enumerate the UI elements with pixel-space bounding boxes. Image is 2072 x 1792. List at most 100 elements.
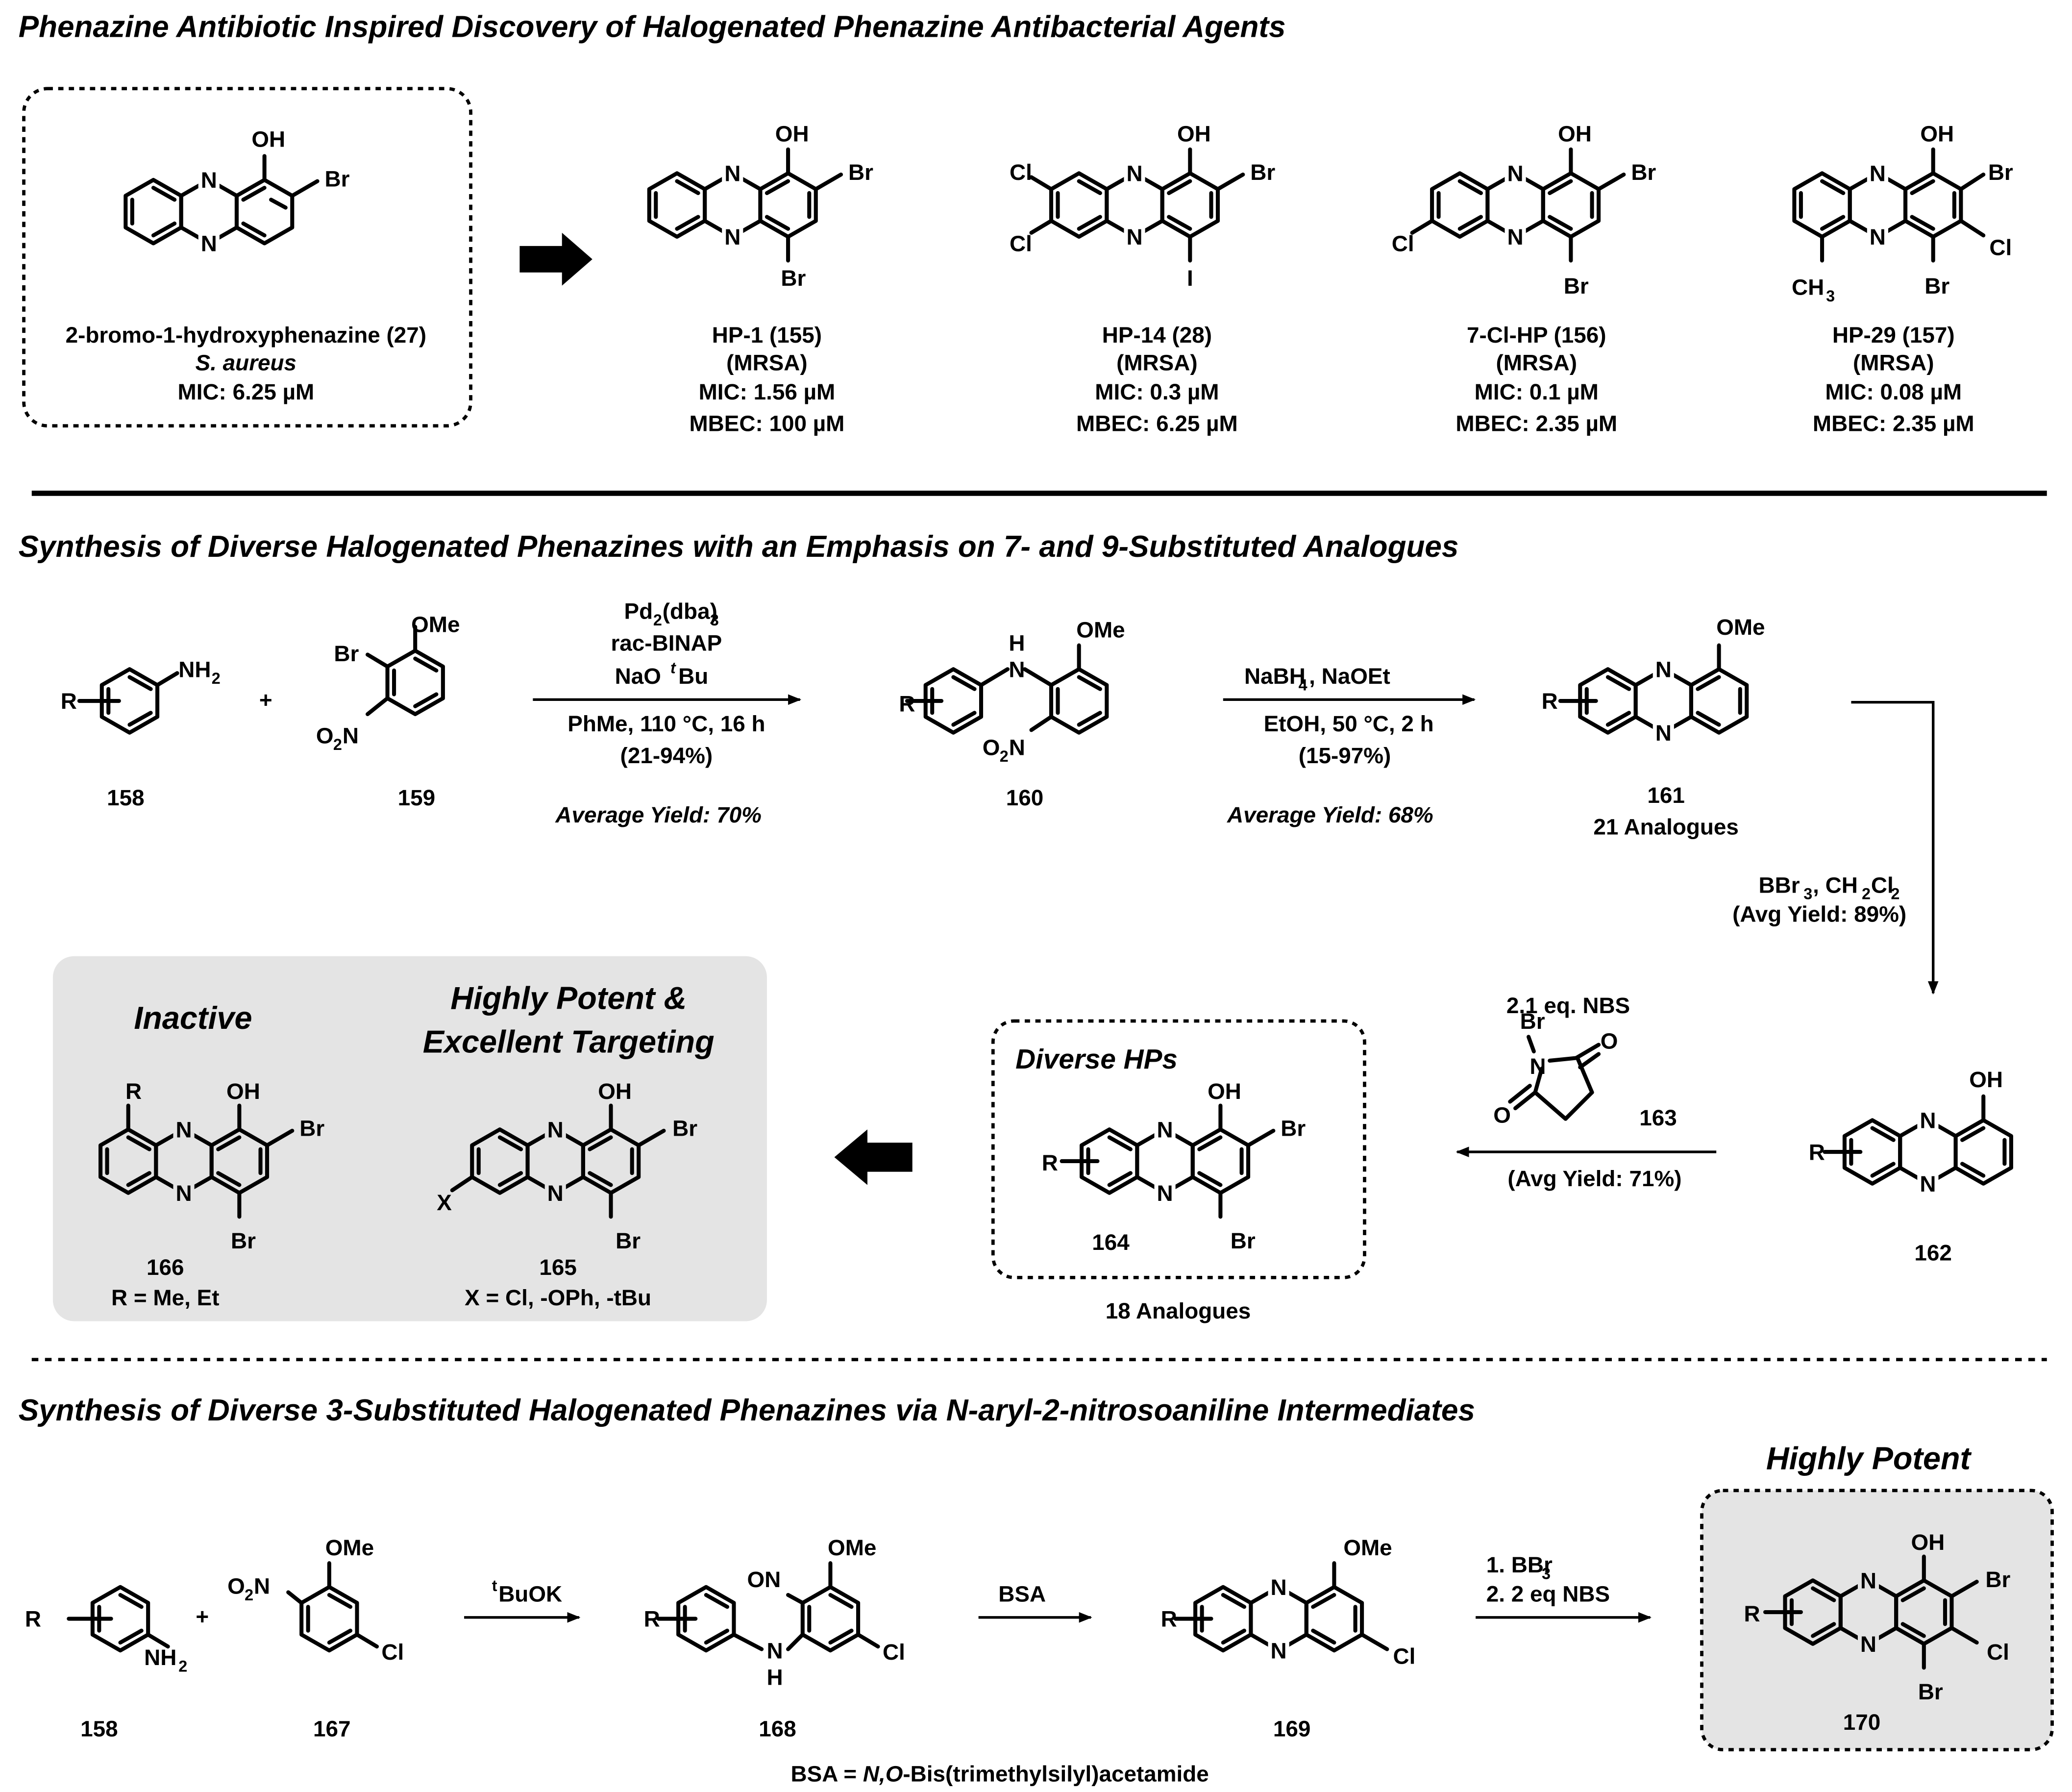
- svg-text:Br: Br: [334, 641, 359, 666]
- svg-text:R: R: [1042, 1150, 1058, 1175]
- svg-text:N: N: [1157, 1117, 1173, 1142]
- svg-text:N: N: [1870, 224, 1886, 249]
- svg-text:CH: CH: [1792, 274, 1824, 300]
- svg-text:R: R: [644, 1606, 660, 1632]
- svg-text:Cl: Cl: [1987, 1639, 2009, 1665]
- hp7cl-mbec: MBEC: 2.35 µM: [1455, 411, 1617, 436]
- structure-160: [905, 643, 1109, 735]
- svg-text:OMe: OMe: [1343, 1535, 1392, 1560]
- svg-text:N: N: [1860, 1631, 1876, 1657]
- svg-text:(dba): (dba): [663, 598, 717, 624]
- svg-text:, CH: , CH: [1813, 872, 1858, 897]
- fat-right-arrow-icon: [519, 232, 592, 286]
- svg-text:ON: ON: [747, 1567, 781, 1592]
- svg-text:2: 2: [178, 1657, 187, 1675]
- svg-text:Br: Br: [672, 1116, 697, 1141]
- diverse-hps-label: Diverse HPs: [1015, 1044, 1178, 1075]
- svg-text:Br: Br: [299, 1116, 324, 1141]
- structure-159: [366, 624, 445, 717]
- svg-text:OH: OH: [1177, 121, 1211, 147]
- svg-text:N: N: [724, 224, 740, 249]
- analogues-164: 18 Analogues: [1106, 1298, 1251, 1323]
- svg-text:NaBH: NaBH: [1244, 663, 1306, 689]
- compound-27-organism: S. aureus: [196, 349, 296, 375]
- svg-text:4: 4: [1299, 676, 1307, 694]
- svg-text:3: 3: [710, 611, 719, 629]
- structure-161: [1558, 643, 1749, 735]
- svg-text:N: N: [1271, 1638, 1287, 1663]
- svg-text:N: N: [1009, 656, 1025, 682]
- structure-158-b: [67, 1585, 170, 1653]
- svg-text:Cl: Cl: [1989, 235, 2012, 260]
- highly-potent-label: Highly Potent: [1766, 1441, 1972, 1476]
- svg-text:Br: Br: [325, 166, 350, 191]
- label-166: 166: [147, 1254, 184, 1280]
- svg-text:Br: Br: [1985, 1567, 2010, 1592]
- hp29-target: (MRSA): [1853, 349, 1934, 375]
- svg-text:3: 3: [1826, 287, 1835, 305]
- svg-text:t: t: [670, 659, 676, 676]
- svg-text:+: +: [259, 687, 272, 713]
- structure-27: [123, 154, 320, 246]
- svg-text:OMe: OMe: [1076, 617, 1125, 643]
- r-definition: R = Me, Et: [111, 1285, 219, 1310]
- svg-text:OMe: OMe: [1716, 614, 1765, 640]
- svg-text:EtOH, 50 °C, 2 h: EtOH, 50 °C, 2 h: [1264, 711, 1434, 736]
- svg-text:N: N: [1529, 1053, 1546, 1079]
- label-159: 159: [398, 785, 436, 810]
- svg-text:OH: OH: [1969, 1067, 2003, 1092]
- svg-text:Br: Br: [1231, 1228, 1256, 1253]
- svg-text:Br: Br: [1988, 159, 2013, 185]
- x-definition: X = Cl, -OPh, -tBu: [465, 1285, 651, 1310]
- svg-text:rac-BINAP: rac-BINAP: [611, 630, 722, 655]
- svg-text:R: R: [125, 1078, 142, 1104]
- svg-text:N: N: [1507, 161, 1524, 186]
- svg-text:OH: OH: [251, 126, 285, 151]
- svg-text:Pd: Pd: [624, 598, 653, 624]
- svg-text:O: O: [316, 722, 334, 748]
- svg-text:Br: Br: [1564, 273, 1589, 299]
- hp1-mbec: MBEC: 100 µM: [689, 411, 844, 436]
- svg-text:N: N: [201, 167, 217, 193]
- svg-text:NaO: NaO: [615, 663, 661, 689]
- structure-165: [450, 1103, 666, 1219]
- svg-text:2: 2: [1862, 885, 1871, 903]
- svg-text:2: 2: [212, 670, 221, 687]
- svg-text:N: N: [1655, 720, 1672, 746]
- svg-text:N: N: [175, 1180, 192, 1206]
- svg-text:2: 2: [333, 736, 342, 753]
- svg-text:N: N: [1157, 1180, 1173, 1206]
- hp14-mic: MIC: 0.3 µM: [1095, 379, 1219, 404]
- svg-text:, NaOEt: , NaOEt: [1309, 663, 1390, 689]
- structure-169: [1173, 1561, 1389, 1653]
- svg-text:N: N: [1009, 735, 1025, 760]
- hp1-target: (MRSA): [726, 349, 808, 375]
- svg-text:1. BBr: 1. BBr: [1486, 1552, 1553, 1577]
- svg-text:R: R: [25, 1606, 41, 1632]
- hp1-mic: MIC: 1.56 µM: [699, 379, 836, 404]
- svg-text:OH: OH: [1558, 121, 1592, 147]
- svg-text:Cl: Cl: [1871, 872, 1894, 897]
- structure-164: [1060, 1103, 1276, 1219]
- svg-text:OMe: OMe: [828, 1535, 876, 1560]
- svg-text:Br: Br: [1631, 159, 1656, 185]
- inactive-label: Inactive: [134, 1000, 252, 1036]
- svg-text:R: R: [1542, 688, 1558, 714]
- section-1-title: Phenazine Antibiotic Inspired Discovery …: [19, 10, 1286, 44]
- svg-text:Br: Br: [231, 1228, 256, 1253]
- svg-text:O: O: [983, 735, 1000, 760]
- svg-text:3: 3: [1542, 1565, 1551, 1583]
- svg-text:Br: Br: [848, 159, 873, 185]
- step1-average-yield: Average Yield: 70%: [555, 802, 762, 827]
- svg-text:N: N: [1920, 1108, 1936, 1133]
- label-170: 170: [1843, 1709, 1881, 1735]
- diverse-hps-box: [991, 1019, 1366, 1279]
- svg-text:Br: Br: [781, 265, 806, 291]
- hp29-name: HP-29 (157): [1832, 322, 1955, 348]
- label-164: 164: [1092, 1229, 1130, 1255]
- svg-text:(15-97%): (15-97%): [1299, 743, 1391, 768]
- hp7cl-target: (MRSA): [1496, 349, 1577, 375]
- hp1-name: HP-1 (155): [712, 322, 822, 348]
- svg-text:NH: NH: [178, 656, 211, 682]
